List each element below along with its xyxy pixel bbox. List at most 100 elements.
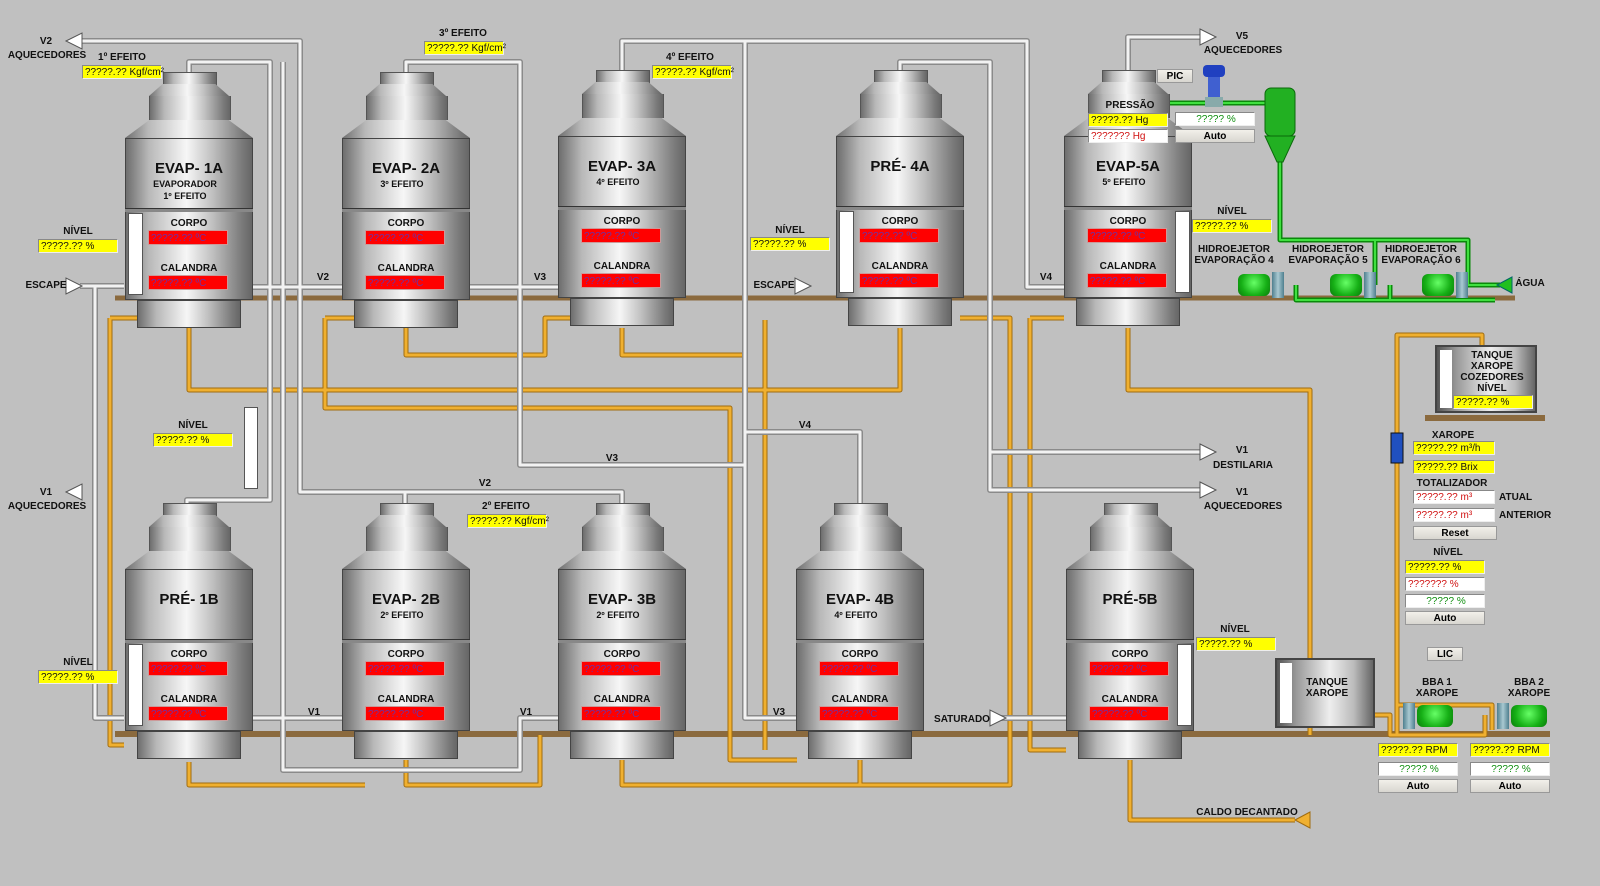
vessel-cap <box>163 503 217 517</box>
corpo-label: CORPO <box>387 649 425 660</box>
vessel-bottom <box>848 298 952 326</box>
vessel-title: EVAP- 2B <box>371 591 441 608</box>
ef1-label: 1º EFEITO <box>98 52 146 63</box>
calandra-temperature: ?????.?? ºC <box>148 275 228 290</box>
nivel-label: NÍVEL <box>63 657 93 668</box>
corpo-temperature: ?????.?? ºC <box>1089 661 1169 676</box>
vessel-bottom <box>1076 298 1180 326</box>
hidroejetor-4-body <box>1272 272 1284 298</box>
vessel-subtitle: EVAPORADOR <box>153 179 217 189</box>
vessel-cone <box>149 515 229 527</box>
v4-label: V4 <box>798 420 812 431</box>
vessel-title: EVAP- 1A <box>154 160 224 177</box>
bba2-output[interactable]: ????? % <box>1470 762 1550 776</box>
vessel-subtitle: 2º EFEITO <box>380 610 424 620</box>
hidroejetor-6-motor-icon[interactable] <box>1422 274 1454 296</box>
calandra-temperature: ?????.?? ºC <box>581 273 661 288</box>
evaporator-vessel[interactable]: EVAP-5A 5º EFEITO CORPO ?????.?? ºC CALA… <box>1064 70 1192 330</box>
vessel-neck <box>582 94 664 118</box>
vessel-title: EVAP-5A <box>1096 158 1160 175</box>
calandra-label: CALANDRA <box>160 263 218 274</box>
xarope-flow: ?????.?? m³/h <box>1413 441 1495 455</box>
calandra-label: CALANDRA <box>871 261 929 272</box>
saturado-label: SATURADO <box>934 714 990 725</box>
vessel-subtitle: 5º EFEITO <box>1102 177 1146 187</box>
corpo-temperature: ?????.?? ºC <box>581 228 661 243</box>
vessel-bottom <box>137 300 241 328</box>
vessel-neck <box>820 527 902 551</box>
evaporator-vessel[interactable]: EVAP- 2A 3º EFEITO CORPO ?????.?? ºC CAL… <box>342 72 470 332</box>
calandra-label: CALANDRA <box>593 261 651 272</box>
anterior-label: ANTERIOR <box>1499 510 1552 521</box>
vessel-bottom <box>354 300 458 328</box>
corpo-temperature: ?????.?? ºC <box>148 230 228 245</box>
vessel-cone <box>582 515 662 527</box>
lic-auto-button[interactable]: Auto <box>1405 611 1485 625</box>
vessel-neck <box>149 96 231 120</box>
calandra-temperature: ?????.?? ºC <box>819 706 899 721</box>
vessel-subtitle: 3º EFEITO <box>380 179 424 189</box>
evaporator-vessel[interactable]: EVAP- 3B 2º EFEITO CORPO ?????.?? ºC CAL… <box>558 503 686 763</box>
vessel-cone <box>125 551 253 569</box>
vessel-title: EVAP- 4B <box>825 591 895 608</box>
v1-label: V1 <box>1235 445 1249 456</box>
evaporator-vessel[interactable]: EVAP- 1A EVAPORADOR 1º EFEITO CORPO ????… <box>125 72 253 332</box>
vessel-bottom <box>570 298 674 326</box>
nivel-label: NÍVEL <box>1220 624 1250 635</box>
pic-button[interactable]: PIC <box>1157 69 1193 83</box>
vessel-neck <box>860 94 942 118</box>
corpo-label: CORPO <box>841 649 879 660</box>
agua-label: ÁGUA <box>1515 278 1545 289</box>
pressure-5a-setpoint[interactable]: ??????? Hg <box>1088 129 1168 143</box>
totalizador-label: TOTALIZADOR <box>1416 478 1488 489</box>
level-standalone: ?????.?? % <box>153 433 233 447</box>
nivel-label: NÍVEL <box>1217 206 1247 217</box>
corpo-temperature: ?????.?? ºC <box>365 661 445 676</box>
calandra-temperature: ?????.?? ºC <box>1087 273 1167 288</box>
bba2-motor-icon[interactable] <box>1511 705 1547 727</box>
vessel-cap <box>1104 503 1158 517</box>
calandra-temperature: ?????.?? ºC <box>581 706 661 721</box>
vessel-cap <box>874 70 928 84</box>
v5-label: V5 <box>1235 31 1249 42</box>
pic-auto-button[interactable]: Auto <box>1175 129 1255 143</box>
bba1-auto-button[interactable]: Auto <box>1378 779 1458 793</box>
vessel-divider <box>558 639 686 643</box>
calandra-temperature: ?????.?? ºC <box>859 273 939 288</box>
bba1-output[interactable]: ????? % <box>1378 762 1458 776</box>
hidroejetor-4-motor-icon[interactable] <box>1238 274 1270 296</box>
corpo-label: CORPO <box>170 649 208 660</box>
evaporator-vessel[interactable]: PRÉ- 4A CORPO ?????.?? ºC CALANDRA ?????… <box>836 70 964 330</box>
lic-button[interactable]: LIC <box>1427 647 1463 661</box>
evaporator-vessel[interactable]: PRÉ- 1B CORPO ?????.?? ºC CALANDRA ?????… <box>125 503 253 763</box>
v4-label: V4 <box>1039 272 1053 283</box>
evaporator-vessel[interactable]: EVAP- 4B 4º EFEITO CORPO ?????.?? ºC CAL… <box>796 503 924 763</box>
evaporator-vessel[interactable]: PRÉ-5B CORPO ?????.?? ºC CALANDRA ?????.… <box>1066 503 1194 763</box>
v2-label: V2 <box>478 478 492 489</box>
hidroejetor-5-motor-icon[interactable] <box>1330 274 1362 296</box>
ef2-label: 2º EFEITO <box>482 501 530 512</box>
evaporator-vessel[interactable]: EVAP- 2B 2º EFEITO CORPO ?????.?? ºC CAL… <box>342 503 470 763</box>
evaporator-vessel[interactable]: EVAP- 3A 4º EFEITO CORPO ?????.?? ºC CAL… <box>558 70 686 330</box>
vessel-body <box>125 138 253 300</box>
tanque-xarope-setpoint[interactable]: ??????? % <box>1405 577 1485 591</box>
pic-output[interactable]: ????? % <box>1175 112 1255 126</box>
v2-label: V2 <box>39 36 53 47</box>
vessel-cone <box>860 82 940 94</box>
bba1-motor-icon[interactable] <box>1417 705 1453 727</box>
calandra-label: CALANDRA <box>1099 261 1157 272</box>
xarope-label: XAROPE <box>1431 430 1475 441</box>
reset-button[interactable]: Reset <box>1413 526 1497 540</box>
calandra-label: CALANDRA <box>377 263 435 274</box>
bba2-auto-button[interactable]: Auto <box>1470 779 1550 793</box>
vessel-title: PRÉ- 4A <box>870 158 930 175</box>
level-5b: ?????.?? % <box>1196 637 1276 651</box>
level-5a: ?????.?? % <box>1192 219 1272 233</box>
nivel-label: NÍVEL <box>63 226 93 237</box>
calandra-temperature: ?????.?? ºC <box>1089 706 1169 721</box>
lic-output[interactable]: ????? % <box>1405 594 1485 608</box>
bba2-body <box>1497 703 1509 729</box>
calandra-label: CALANDRA <box>160 694 218 705</box>
nivel-label: NÍVEL <box>775 225 805 236</box>
